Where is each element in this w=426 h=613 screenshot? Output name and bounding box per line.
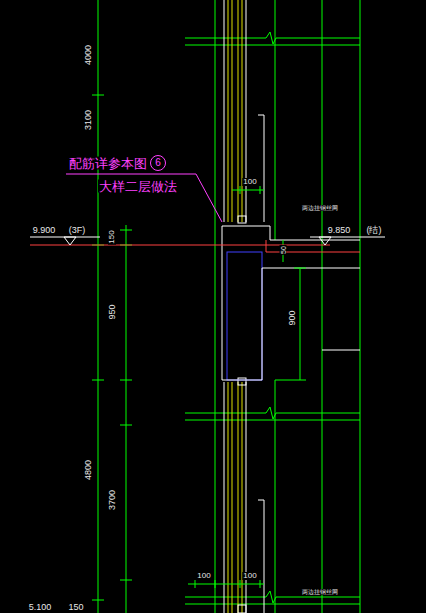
- dimension: 100: [242, 178, 257, 186]
- dimension: 4000: [84, 44, 93, 66]
- material-note: 两边挂钢丝网: [301, 589, 339, 595]
- material-note: 两边挂钢丝网: [301, 205, 339, 211]
- dimension: 100: [242, 572, 257, 580]
- floor-tag: (3F): [68, 226, 87, 235]
- dimension: 950: [108, 303, 117, 320]
- dimension: 100: [196, 572, 211, 580]
- level-value: 9.900: [32, 226, 57, 235]
- level-value: 5.100: [28, 603, 53, 612]
- dimension: 3100: [84, 109, 93, 131]
- dimension: 3700: [108, 489, 117, 511]
- floor-tag: (结): [366, 226, 383, 235]
- dimension: 150: [108, 229, 116, 244]
- callout-note: 配筋详参本图: [68, 157, 148, 170]
- level-value: 9.850: [327, 226, 352, 235]
- dimension: 50: [280, 245, 287, 255]
- dimension: 150: [67, 603, 84, 612]
- dimension: 4800: [84, 459, 93, 481]
- detail-index-circle: 6: [150, 155, 166, 171]
- detail-index: 6: [155, 158, 161, 168]
- callout-note: 大样二层做法: [98, 180, 178, 193]
- dimension: 900: [288, 309, 297, 326]
